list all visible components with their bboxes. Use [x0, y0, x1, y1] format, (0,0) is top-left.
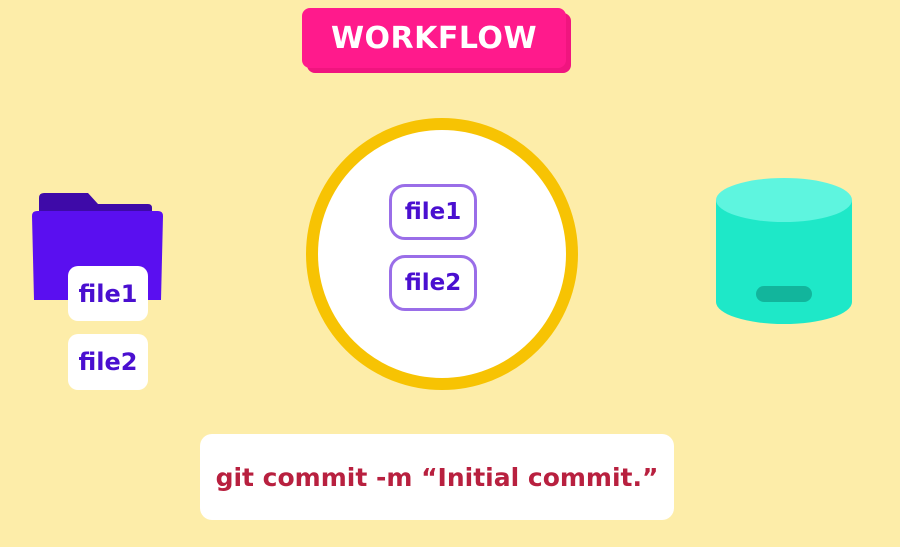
- staging-area-ring: [306, 118, 578, 390]
- working-file-2: file2: [68, 334, 148, 390]
- database-icon: [716, 178, 852, 324]
- title-badge: WORKFLOW: [302, 8, 566, 68]
- staged-file-2: file2: [389, 255, 477, 311]
- command-text: git commit -m “Initial commit.”: [200, 434, 674, 520]
- staged-file-1: file1: [389, 184, 477, 240]
- working-file-1: file1: [68, 266, 148, 321]
